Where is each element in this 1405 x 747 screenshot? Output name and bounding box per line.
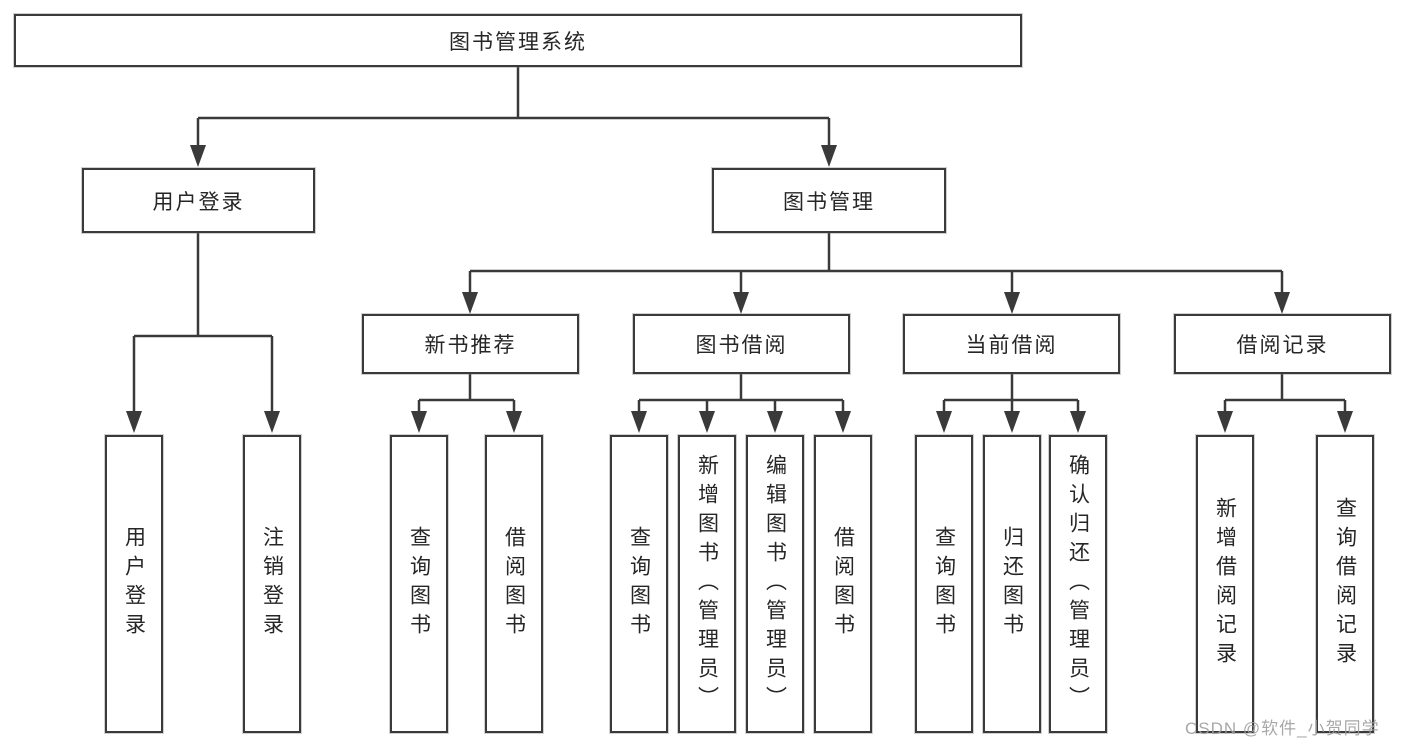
leaf-records-query-record: 查询借阅记录: [1316, 435, 1374, 733]
node-borrowing-records: 借阅记录: [1174, 314, 1391, 374]
node-book-management: 图书管理: [712, 168, 946, 233]
leaf-current-confirm-return-admin: 确认归还（管理员）: [1049, 435, 1107, 733]
leaf-current-query-books: 查询图书: [915, 435, 973, 733]
leaf-borrowing-add-books-admin: 新增图书（管理员）: [678, 435, 736, 733]
node-user-login: 用户登录: [82, 168, 315, 233]
watermark: CSDN @软件_小贺同学: [1185, 719, 1380, 738]
node-current-borrowing: 当前借阅: [903, 314, 1120, 374]
leaf-borrowing-query-books: 查询图书: [610, 435, 668, 733]
leaf-logout: 注销登录: [243, 435, 301, 733]
node-library-system: 图书管理系统: [14, 14, 1022, 67]
leaf-user-login: 用户登录: [105, 435, 163, 733]
leaf-borrowing-edit-books-admin: 编辑图书（管理员）: [746, 435, 804, 733]
leaf-newbook-borrow-books: 借阅图书: [485, 435, 543, 733]
leaf-borrowing-borrow-books: 借阅图书: [814, 435, 872, 733]
leaf-newbook-query-books: 查询图书: [390, 435, 448, 733]
leaf-current-return-books: 归还图书: [983, 435, 1041, 733]
node-book-borrowing: 图书借阅: [633, 314, 850, 374]
leaf-records-add-record: 新增借阅记录: [1196, 435, 1254, 733]
node-new-book-recommend: 新书推荐: [362, 314, 579, 374]
